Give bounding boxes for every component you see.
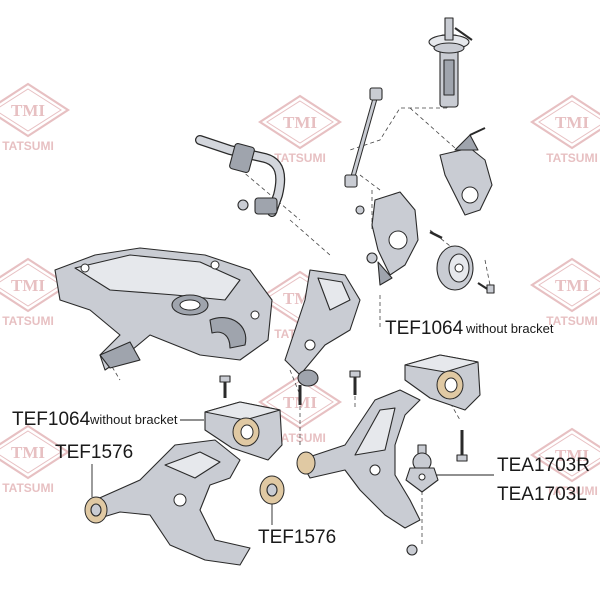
tmi-watermark: TMI TATSUMI [257, 94, 343, 165]
arm-bushing [296, 451, 316, 475]
strut-top-mount [428, 17, 473, 108]
label-tef1064-right: TEF1064 without bracket [385, 318, 554, 339]
watermark-logo-text: TMI [555, 113, 589, 132]
tmi-watermark: TMI TATSUMI [0, 82, 71, 153]
tmi-watermark: TMI TATSUMI [529, 257, 600, 328]
control-arm-right [299, 389, 421, 556]
label-tef1064-left: TEF1064 without bracket [12, 409, 204, 430]
subframe-bracket [284, 269, 361, 387]
watermark-logo-text: TMI [11, 101, 45, 120]
watermark-logo-text: TMI [11, 443, 45, 462]
control-arm-left [94, 439, 251, 566]
label-tea1703: TEA1703R TEA1703L [436, 455, 590, 505]
label-tea1703r: TEA1703R [497, 455, 590, 476]
ball-joint [405, 444, 439, 493]
label-code: TEF1064 [385, 318, 464, 339]
stabilizer-bar [195, 135, 286, 217]
bolts [219, 230, 468, 462]
tmi-watermark: TMI TATSUMI [529, 94, 600, 165]
label-tea1703l: TEA1703L [497, 484, 587, 505]
round-bushing-left [84, 496, 108, 524]
subframe [54, 247, 273, 371]
tmi-watermark: TMI TATSUMI [529, 427, 600, 498]
label-code: TEF1576 [55, 442, 133, 463]
round-bushing-right [259, 475, 285, 505]
watermark-sub-text: TATSUMI [546, 314, 598, 328]
watermark-sub-text: TATSUMI [274, 151, 326, 165]
watermark-logo-text: TMI [555, 276, 589, 295]
tmi-watermark: TMI TATSUMI [0, 424, 71, 495]
watermark-logo-text: TMI [283, 113, 317, 132]
label-note: without bracket [465, 321, 554, 336]
watermark-sub-text: TATSUMI [546, 151, 598, 165]
watermark-sub-text: TATSUMI [2, 481, 54, 495]
label-tef1576-right: TEF1576 [258, 504, 336, 548]
tmi-watermark: TMI TATSUMI [0, 257, 71, 328]
stabilizer-link [344, 87, 383, 188]
label-code: TEF1576 [258, 527, 336, 548]
watermark-logo-text: TMI [11, 276, 45, 295]
bushing-bracket-left [204, 401, 283, 461]
watermark-logo-text: TMI [555, 446, 589, 465]
label-tef1576-left: TEF1576 [55, 442, 133, 497]
watermark-sub-text: TATSUMI [546, 484, 598, 498]
label-note: without bracket [89, 412, 178, 427]
bushing-bracket-right [404, 354, 481, 411]
steering-knuckle-right [439, 127, 493, 216]
wheel-hub [436, 245, 495, 294]
watermark-sub-text: TATSUMI [2, 139, 54, 153]
label-code: TEF1064 [12, 409, 91, 430]
steering-knuckle-left [355, 191, 419, 286]
watermark-sub-text: TATSUMI [2, 314, 54, 328]
